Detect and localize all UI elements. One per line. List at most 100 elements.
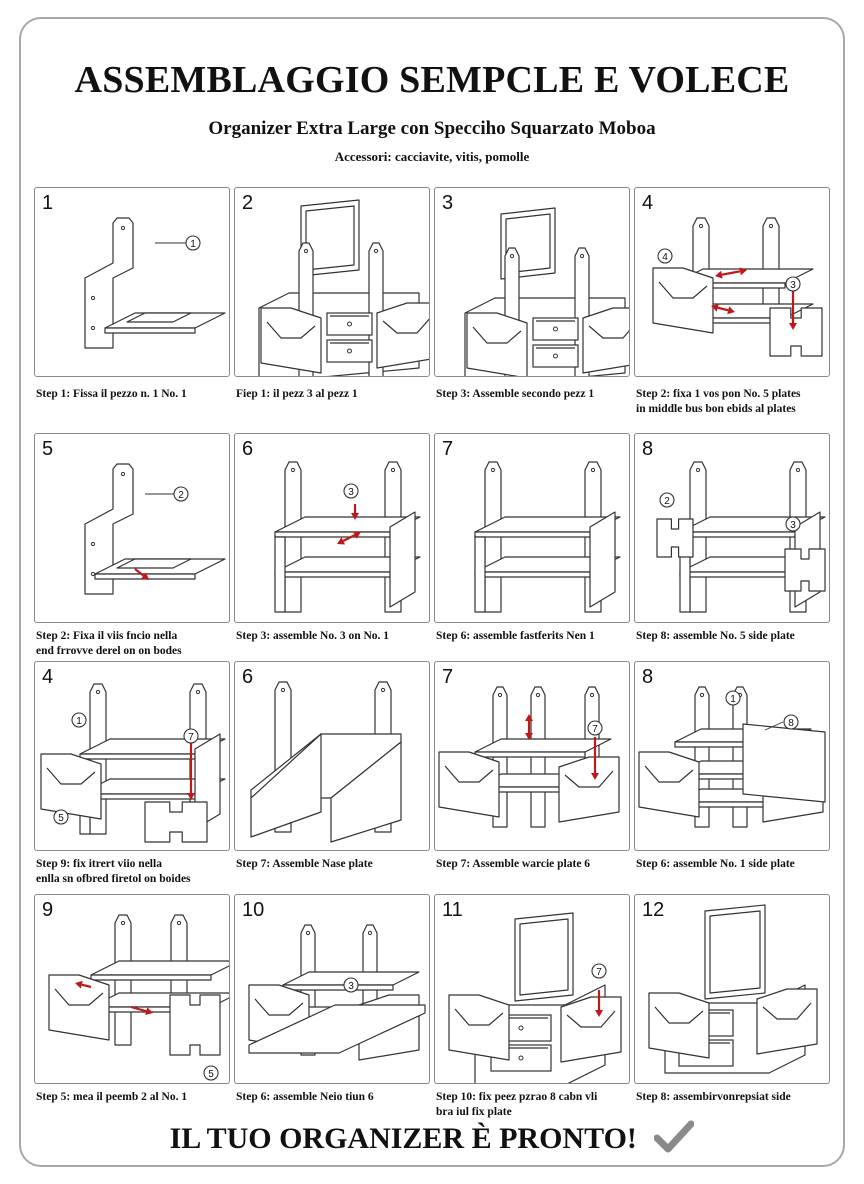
callout-badge: 2: [659, 492, 675, 508]
assembly-diagram: 43: [652, 217, 823, 357]
callout-badge: 8: [783, 714, 799, 730]
callout-badge: 7: [591, 963, 607, 979]
step-number: 7: [442, 438, 454, 460]
step-number: 6: [242, 666, 254, 688]
callout-badge: 2: [173, 486, 189, 502]
svg-text:3: 3: [790, 520, 796, 531]
callout-badge: 4: [657, 248, 673, 264]
step-number: 7: [442, 666, 454, 688]
svg-text:5: 5: [208, 1069, 214, 1080]
step-illustration: 2 5: [34, 433, 230, 623]
callout-badge: 5: [53, 809, 69, 825]
step-number: 6: [242, 438, 254, 460]
callout-badge: 3: [343, 977, 359, 993]
step-illustration: 7 11: [434, 894, 630, 1084]
callout-badge: 1: [71, 712, 87, 728]
step-caption: Step 3: Assemble secondo pezz 1: [436, 388, 595, 400]
assembly-diagram: 5: [48, 914, 229, 1081]
step-caption: Step 5: mea il peemb 2 al No. 1: [36, 1091, 188, 1103]
step-caption: Step 1: Fissa il pezzo n. 1 No. 1: [36, 388, 187, 400]
assembly-diagram: 7: [448, 912, 622, 1083]
step-caption: Step 10: fix peez pzrao 8 cabn vli bra i…: [436, 1091, 598, 1118]
step-illustration: 5 9: [34, 894, 230, 1084]
svg-text:7: 7: [188, 732, 194, 743]
check-icon: [653, 1120, 695, 1162]
step-number: 8: [642, 438, 654, 460]
svg-text:7: 7: [596, 967, 602, 978]
step-number: 10: [242, 899, 265, 921]
step-number: 8: [642, 666, 654, 688]
step-number: 9: [42, 899, 54, 921]
step-caption: Step 9: fix itrert viio nella enlla sn o…: [36, 858, 191, 885]
assembly-diagram: [258, 199, 429, 376]
step-caption: Step 3: assemble No. 3 on No. 1: [236, 630, 390, 642]
svg-text:1: 1: [76, 716, 82, 727]
step-caption: Step 6: assemble No. 1 side plate: [636, 858, 795, 870]
page-subtitle: Organizer Extra Large con Specciho Squar…: [208, 118, 656, 139]
step-caption: Step 8: assemble No. 5 side plate: [636, 630, 795, 642]
step-number: 4: [642, 192, 654, 214]
svg-text:1: 1: [190, 239, 196, 250]
callout-badge: 3: [785, 516, 801, 532]
assembly-diagram: [250, 681, 402, 843]
svg-text:2: 2: [664, 496, 670, 507]
step-number: 4: [42, 666, 54, 688]
assembly-diagram: 2: [84, 463, 226, 595]
step-illustration: 3: [434, 187, 630, 377]
svg-text:3: 3: [348, 981, 354, 992]
step-illustration: 7 7: [434, 661, 630, 851]
svg-text:1: 1: [730, 694, 736, 705]
svg-text:7: 7: [592, 724, 598, 735]
callout-badge: 7: [587, 720, 603, 736]
assembly-diagram: 1: [84, 217, 226, 349]
assembly-diagram: 23: [656, 461, 826, 613]
page-title: ASSEMBLAGGIO SEMPCLE E VOLECE: [74, 59, 790, 101]
assembly-diagram: 7: [438, 686, 620, 828]
step-caption: Step 8: assembirvonrepsiat side: [636, 1091, 791, 1103]
callout-badge: 5: [203, 1065, 219, 1081]
assembly-diagram: [648, 904, 818, 1074]
assembly-diagram: 3: [274, 461, 421, 613]
callout-badge: 1: [725, 690, 741, 706]
assembly-diagram: 18: [638, 686, 826, 828]
footer-message: IL TUO ORGANIZER È PRONTO!: [0, 1120, 864, 1162]
assembly-diagram: 1 7 5: [40, 683, 226, 843]
svg-text:2: 2: [178, 490, 184, 501]
accessories-line: Accessori: cacciavite, vitis, pomolle: [334, 149, 530, 164]
step-number: 3: [442, 192, 454, 214]
svg-text:3: 3: [348, 487, 354, 498]
step-illustration: 7: [434, 433, 630, 623]
step-caption: Step 6: assemble Neio tiun 6: [236, 1091, 374, 1103]
step-number: 2: [242, 192, 254, 214]
callout-badge: 3: [785, 276, 801, 292]
assembly-diagram: [464, 207, 629, 376]
svg-text:5: 5: [58, 813, 64, 824]
step-caption: Step 2: Fixa il viis fncio nella end frr…: [36, 630, 182, 657]
step-illustration: 1 7 5 4: [34, 661, 230, 851]
step-caption: Fiep 1: il pezz 3 al pezz 1: [236, 388, 358, 400]
step-illustration: 12: [634, 894, 830, 1084]
step-number: 1: [42, 192, 54, 214]
callout-badge: 1: [185, 235, 201, 251]
svg-text:3: 3: [790, 280, 796, 291]
step-illustration: 3 10: [234, 894, 430, 1084]
step-illustration: 1 1: [34, 187, 230, 377]
step-illustration: 2: [234, 187, 430, 377]
step-caption: Step 6: assemble fastferits Nen 1: [436, 630, 595, 642]
assembly-diagram: [474, 461, 621, 613]
callout-badge: 7: [183, 728, 199, 744]
callout-badge: 3: [343, 483, 359, 499]
step-caption: Step 7: Assemble warcie plate 6: [436, 858, 591, 870]
step-caption: Step 2: fixa 1 vos pon No. 5 plates in m…: [636, 388, 801, 415]
step-number: 11: [442, 899, 463, 921]
assembly-diagram: 3: [248, 924, 426, 1061]
svg-text:8: 8: [788, 718, 794, 729]
step-caption: Step 7: Assemble Nase plate: [236, 858, 373, 870]
step-number: 12: [642, 899, 665, 921]
svg-text:4: 4: [662, 252, 668, 263]
step-number: 5: [42, 438, 54, 460]
footer-text: IL TUO ORGANIZER È PRONTO!: [169, 1121, 637, 1155]
